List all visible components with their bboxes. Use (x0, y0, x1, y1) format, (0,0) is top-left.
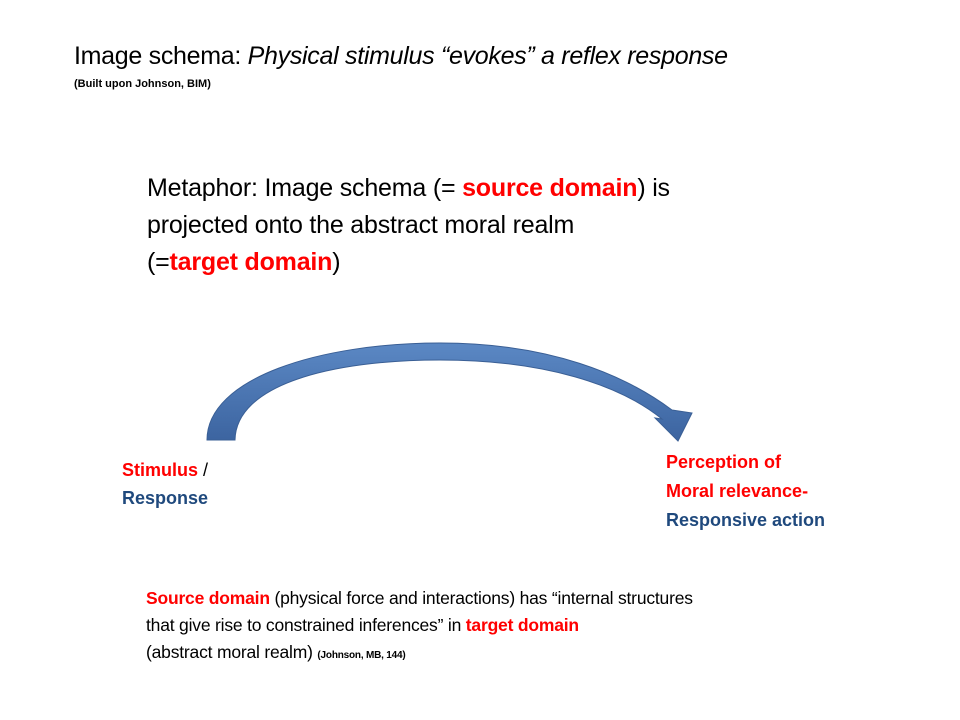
moral-relevance-text: Moral relevance- (666, 481, 809, 501)
text: Metaphor: Image schema (= (147, 174, 463, 202)
stimulus-text: Stimulus (122, 460, 199, 480)
responsive-action-text: Responsive action (666, 510, 826, 530)
text: ) (332, 248, 341, 276)
perception-label: Perception of Moral relevance- Responsiv… (666, 448, 825, 535)
text: projected onto the abstract moral realm (147, 211, 575, 239)
stimulus-response-label: Stimulus / Response (122, 456, 208, 512)
text: (= (147, 248, 170, 276)
slash: / (198, 460, 209, 480)
title-prefix: Image schema: (74, 42, 248, 70)
arrow-shape (206, 342, 693, 442)
text: that give rise to constrained inferences… (146, 615, 466, 635)
text: ) is (637, 174, 670, 202)
metaphor-text: Metaphor: Image schema (= source domain)… (147, 170, 670, 281)
text: (physical force and interactions) has “i… (269, 588, 693, 608)
slide-title: Image schema: Physical stimulus “evokes”… (74, 42, 728, 71)
source-domain-note: Source domain (physical force and intera… (146, 585, 693, 669)
perception-text: Perception of (666, 452, 782, 472)
response-text: Response (122, 488, 209, 508)
text: (abstract moral realm) (146, 642, 318, 662)
subtitle: (Built upon Johnson, BIM) (74, 78, 211, 90)
source-domain-term: source domain (462, 174, 638, 202)
target-domain-term: target domain (169, 248, 333, 276)
source-domain-term: Source domain (146, 588, 270, 608)
title-italic: Physical stimulus “evokes” a reflex resp… (247, 42, 728, 70)
citation: (Johnson, MB, 144) (317, 650, 406, 661)
target-domain-term: target domain (465, 615, 579, 635)
